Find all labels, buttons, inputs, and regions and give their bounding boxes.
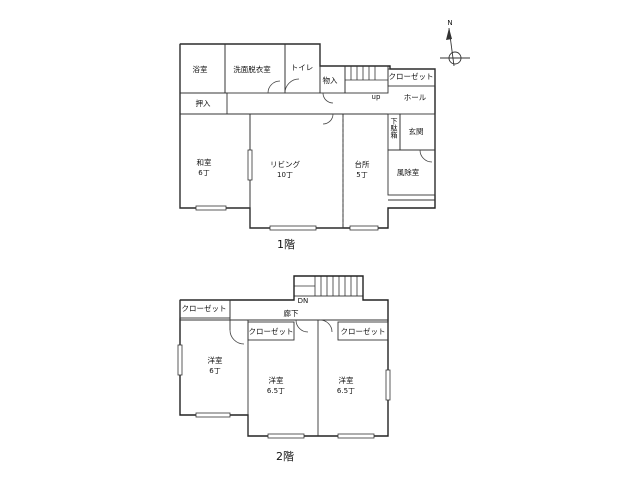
floor2-closet-mid-label: クローゼット — [249, 326, 294, 336]
floor2-window-side-left — [177, 344, 183, 376]
floor1-plan: up 浴室 洗面脱衣室 トイレ 物入 クローゼット ホール 押入 — [179, 43, 436, 251]
floor1-toilet-label: トイレ — [291, 63, 314, 72]
floor2-western-left-name: 洋室 — [208, 355, 223, 365]
floor1-stairs — [344, 65, 389, 94]
floor1-storage-label: 物入 — [323, 75, 338, 85]
floor1-kitchen-name: 台所 — [355, 159, 370, 169]
compass: N — [440, 19, 470, 67]
floor1-window-living — [269, 225, 317, 231]
floor1-living-name: リビング — [270, 159, 300, 169]
floor2-mid-door-icon — [295, 319, 309, 333]
floor2-western-mid-size: 6.5丁 — [267, 387, 285, 395]
floor1-window-washitsu — [195, 205, 227, 211]
floor2-western-right-size: 6.5丁 — [337, 387, 355, 395]
floor1-window-kitchen — [349, 225, 379, 231]
floor2-right-door-icon — [319, 319, 333, 333]
floor1-bath-label: 浴室 — [193, 64, 208, 74]
floor2-window-right — [337, 433, 375, 439]
floor1-kitchen-size: 5丁 — [356, 171, 367, 179]
floor2-title: 2階 — [276, 449, 294, 463]
floor1-shoebox-label: 下駄箱 — [390, 118, 398, 140]
floor2-left-door-icon — [229, 329, 245, 345]
floor1-living-door-icon — [322, 113, 334, 125]
compass-arrow-icon — [446, 28, 452, 40]
floor1-closet-label: クローゼット — [389, 71, 434, 81]
floor1-hall-label: ホール — [404, 93, 427, 102]
floor2-western-mid-name: 洋室 — [269, 375, 284, 385]
floor2-western-right-name: 洋室 — [339, 375, 354, 385]
floor2-closet-left-label: クローゼット — [182, 303, 227, 313]
floor1-living-box — [249, 113, 344, 229]
floor1-storage-door-icon — [322, 92, 334, 104]
floor1-oshiire-label: 押入 — [196, 98, 211, 108]
floor2-window-left — [195, 412, 231, 418]
compass-north-label: N — [447, 19, 452, 27]
floor1-stairs-up-label: up — [372, 93, 381, 101]
floor1-wind-room-label: 風除室 — [397, 167, 420, 177]
floor1-washitsu-size: 6丁 — [198, 169, 209, 177]
floor1-toilet-door-icon — [284, 78, 300, 94]
floor1-washitsu-name: 和室 — [197, 157, 212, 167]
floor2-closet-mid-box — [247, 321, 295, 341]
floor2-window-side-right — [385, 369, 391, 401]
floor1-title: 1階 — [277, 237, 295, 251]
floor2-closet-right-box — [337, 321, 389, 341]
floor1-washroom-label: 洗面脱衣室 — [233, 64, 271, 74]
floor2-window-mid — [267, 433, 305, 439]
floor1-entry-door-icon — [419, 149, 433, 163]
floor1-washitsu-box — [179, 113, 251, 209]
floor1-window-side — [247, 149, 253, 181]
floor1-washroom-door-icon — [267, 80, 281, 94]
floor1-entrance-label: 玄関 — [409, 126, 424, 136]
floor2-stairs — [293, 275, 364, 297]
floor2-corridor-label: 廊下 — [284, 308, 299, 318]
floor2-stairs-dn-label: DN — [298, 297, 309, 305]
floor2-western-left-size: 6丁 — [209, 367, 220, 375]
floor2-plan: DN クローゼット 廊下 クローゼット クローゼット 洋室 6丁 洋室 — [177, 275, 391, 463]
floor1-wind-room-box — [387, 149, 436, 196]
floor2-closet-right-label: クローゼット — [341, 326, 386, 336]
floor1-living-size: 10丁 — [277, 171, 293, 179]
